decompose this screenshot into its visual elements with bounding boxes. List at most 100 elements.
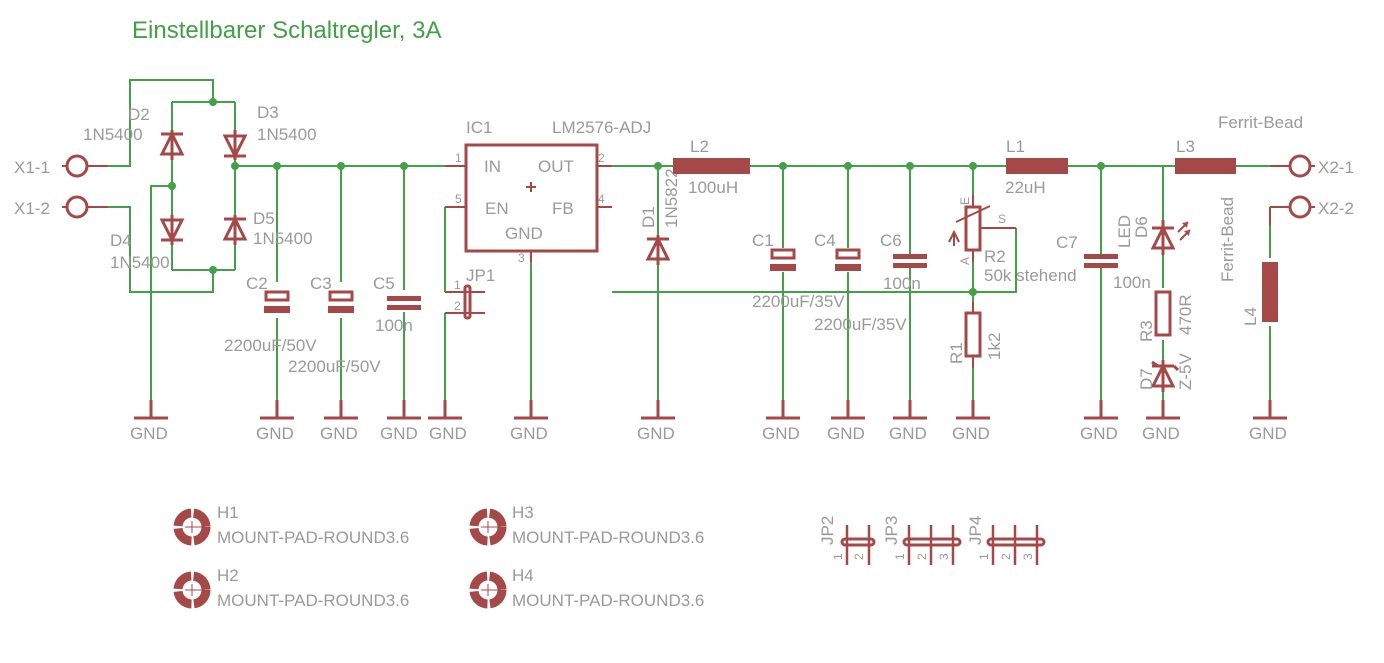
diode-d5: D5 1N5400 bbox=[222, 209, 313, 248]
parts-l3-name-label: L3 bbox=[1176, 137, 1195, 156]
connectors-x1_2-label: X1-2 bbox=[14, 199, 50, 218]
parts-d1-name-label: D1 bbox=[639, 206, 658, 228]
parts-ic1-pins-out-label: OUT bbox=[538, 157, 574, 176]
capacitor-c7: C7 100n bbox=[1056, 233, 1151, 292]
parts-c4-name-label: C4 bbox=[814, 231, 836, 250]
parts-ic1-pins-n4-label: 4 bbox=[598, 192, 605, 206]
parts-jp4-pins-0-label: 1 bbox=[977, 553, 991, 560]
parts-ic1-pins-fb-label: FB bbox=[552, 199, 574, 218]
resistor-r1: R1 1k2 bbox=[947, 302, 1004, 368]
capacitor-c2: C2 2200uF/50V bbox=[224, 274, 317, 355]
parts-h4-name-label: H4 bbox=[512, 566, 534, 585]
parts-d3-value-label: 1N5400 bbox=[257, 125, 317, 144]
parts-d5-name-label: D5 bbox=[253, 209, 275, 228]
jumper-jp2: JP2 1 2 bbox=[818, 516, 876, 565]
parts-l2-name-label: L2 bbox=[690, 137, 709, 156]
jumper-jp3: JP3 1 2 3 bbox=[882, 516, 962, 565]
junctions bbox=[168, 98, 1105, 296]
parts-jp1-name-label: JP1 bbox=[466, 266, 495, 285]
parts-c5-name-label: C5 bbox=[373, 274, 395, 293]
mount-pad-h1: H1 MOUNT-PAD-ROUND3.6 bbox=[173, 503, 409, 547]
parts-h1-value-label: MOUNT-PAD-ROUND3.6 bbox=[217, 528, 409, 547]
parts-h3-name-label: H3 bbox=[512, 503, 534, 522]
gnd-symbols: GND GND GND GND GND GND GND GND GND GND … bbox=[130, 400, 1287, 443]
connectors-x1_1-label: X1-1 bbox=[14, 158, 50, 177]
parts-c2-name-label: C2 bbox=[246, 274, 268, 293]
led-d6: D6 LED bbox=[1115, 215, 1191, 255]
parts-l2-value-label: 100uH bbox=[688, 178, 738, 197]
gnd_label-label: GND bbox=[1142, 424, 1180, 443]
gnd_label-label: GND bbox=[510, 424, 548, 443]
parts-c6-value-label: 100n bbox=[883, 274, 921, 293]
parts-ic1-pins-n3-label: 3 bbox=[518, 251, 525, 265]
parts-d1-value-label: 1N5822 bbox=[662, 168, 681, 228]
parts-jp2-name-label: JP2 bbox=[818, 516, 837, 545]
parts-r3-value-label: 470R bbox=[1176, 294, 1195, 335]
parts-jp2-pins-1-label: 2 bbox=[852, 553, 866, 560]
parts-c2-value-label: 2200uF/50V bbox=[224, 336, 317, 355]
connector-x2-2: X2-2 bbox=[1269, 195, 1354, 225]
parts-c1-name-label: C1 bbox=[752, 231, 774, 250]
parts-jp3-name-label: JP3 bbox=[882, 516, 901, 545]
gnd_label-label: GND bbox=[130, 424, 168, 443]
parts-c1-value-label: 2200uF/35V bbox=[752, 292, 845, 311]
parts-ic1-value-label: LM2576-ADJ bbox=[552, 118, 651, 137]
capacitor-c6: C6 100n bbox=[880, 231, 927, 293]
parts-h4-value-label: MOUNT-PAD-ROUND3.6 bbox=[512, 591, 704, 610]
parts-ic1-name-label: IC1 bbox=[466, 118, 492, 137]
gnd_label-label: GND bbox=[952, 424, 990, 443]
parts-c6-name-label: C6 bbox=[880, 231, 902, 250]
parts-h1-name-label: H1 bbox=[217, 503, 239, 522]
parts-h2-name-label: H2 bbox=[217, 566, 239, 585]
zener-d7: D7 Z-5V bbox=[1137, 353, 1195, 392]
parts-ic1-pins-n1-label: 1 bbox=[455, 151, 462, 165]
parts-l4-value-label: Ferrit-Bead bbox=[1218, 197, 1237, 282]
parts-d7-value-label: Z-5V bbox=[1176, 353, 1195, 391]
parts-c7-name-label: C7 bbox=[1056, 233, 1078, 252]
schematic-title: Einstellbarer Schaltregler, 3A bbox=[132, 17, 442, 44]
parts-d3-name-label: D3 bbox=[257, 103, 279, 122]
parts-jp3-pins-0-label: 1 bbox=[893, 553, 907, 560]
parts-d4-value-label: 1N5400 bbox=[110, 253, 170, 272]
diode-d4: D4 1N5400 bbox=[110, 215, 185, 272]
connectors-x2_1-label: X2-1 bbox=[1318, 158, 1354, 177]
parts-d4-name-label: D4 bbox=[110, 231, 132, 250]
parts-ic1-pins-gnd-label: GND bbox=[505, 224, 543, 243]
mount-pad-h4: H4 MOUNT-PAD-ROUND3.6 bbox=[469, 566, 704, 610]
parts-ic1-pins-n2-label: 2 bbox=[598, 151, 605, 165]
gnd_label-label: GND bbox=[889, 424, 927, 443]
ferrite-bead-l3: L3 Ferrit-Bead bbox=[1175, 113, 1303, 174]
parts-d2-name-label: D2 bbox=[128, 105, 150, 124]
parts-l4-name-label: L4 bbox=[1241, 307, 1260, 326]
gnd_label-label: GND bbox=[429, 424, 467, 443]
mount-pad-h2: H2 MOUNT-PAD-ROUND3.6 bbox=[173, 566, 409, 610]
gnd_label-label: GND bbox=[320, 424, 358, 443]
parts-d6-value-label: LED bbox=[1115, 215, 1134, 248]
gnd_label-label: GND bbox=[1249, 424, 1287, 443]
ic1-lm2576: IC1 LM2576-ADJ IN OUT EN FB GND 1 5 2 4 … bbox=[445, 118, 651, 265]
connector-x2-1: X2-1 bbox=[1270, 154, 1354, 178]
parts-h3-value-label: MOUNT-PAD-ROUND3.6 bbox=[512, 528, 704, 547]
parts-jp3-pins-1-label: 2 bbox=[915, 553, 929, 560]
parts-r1-value-label: 1k2 bbox=[985, 333, 1004, 360]
parts-d6-name-label: D6 bbox=[1132, 216, 1151, 238]
mount-pad-h3: H3 MOUNT-PAD-ROUND3.6 bbox=[469, 503, 704, 547]
parts-jp4-name-label: JP4 bbox=[966, 516, 985, 545]
gnd_label-label: GND bbox=[256, 424, 294, 443]
parts-c5-value-label: 100n bbox=[375, 316, 413, 335]
ferrite-bead-l4: L4 Ferrit-Bead bbox=[1218, 197, 1278, 326]
diode-d3: D3 1N5400 bbox=[222, 103, 317, 160]
parts-jp3-pins-2-label: 3 bbox=[937, 553, 951, 560]
parts-jp4-pins-1-label: 2 bbox=[999, 553, 1013, 560]
diode-d1: D1 1N5822 bbox=[639, 168, 681, 265]
parts-r2-pin_e-label: E bbox=[958, 197, 972, 205]
capacitor-c5: C5 100n bbox=[373, 274, 421, 335]
parts-l3-value-label: Ferrit-Bead bbox=[1218, 113, 1303, 132]
diode-d2: D2 1N5400 bbox=[83, 105, 185, 160]
parts-c3-name-label: C3 bbox=[310, 274, 332, 293]
parts-jp1-pin2-label: 2 bbox=[454, 299, 461, 313]
parts-r3-name-label: R3 bbox=[1137, 320, 1156, 342]
parts-jp4-pins-2-label: 3 bbox=[1021, 553, 1035, 560]
jumper-jp1: JP1 1 2 bbox=[445, 266, 495, 320]
parts-d2-value-label: 1N5400 bbox=[83, 125, 143, 144]
